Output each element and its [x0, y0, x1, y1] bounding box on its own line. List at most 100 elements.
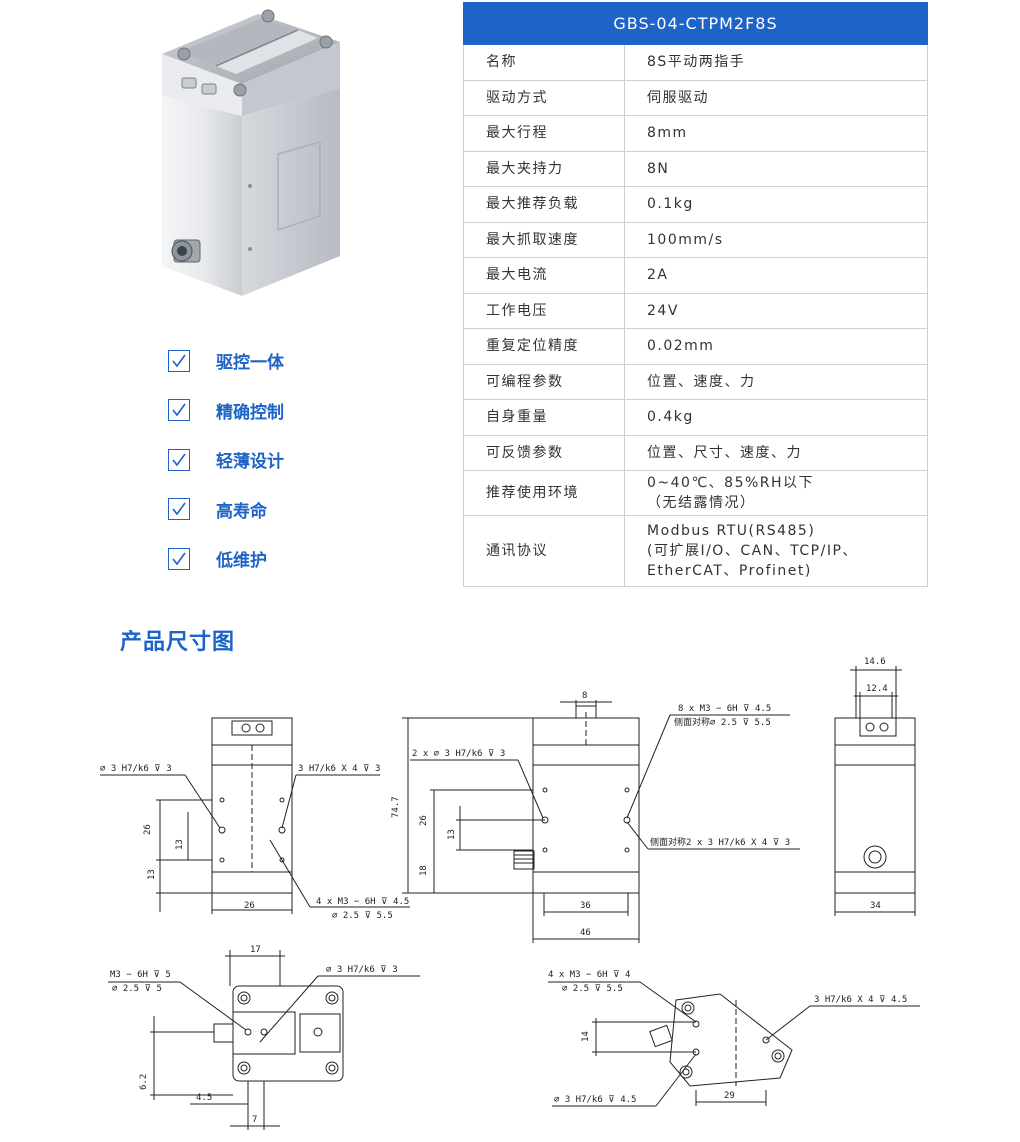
dim-label: 3 H7/k6 X 4 ⊽ 3	[298, 764, 380, 774]
checkbox-icon	[168, 498, 190, 521]
dim-label: 26	[143, 824, 153, 835]
spec-key: 可编程参数	[463, 363, 625, 400]
right-view	[834, 666, 916, 916]
spec-value: 2A	[624, 257, 928, 294]
feature-label: 低维护	[216, 551, 267, 572]
spec-key: 通讯协议	[463, 515, 625, 587]
spec-key: 最大推荐负载	[463, 186, 625, 223]
checkbox-icon	[168, 448, 190, 471]
dim-label: 14	[581, 1031, 591, 1042]
dim-label: 18	[419, 865, 429, 876]
dim-label: ∅ 3 H7/k6 ⊽ 4.5	[554, 1095, 636, 1105]
top-view-right	[548, 981, 920, 1107]
spec-row: 驱动方式伺服驱动	[463, 79, 928, 116]
dim-label: ∅ 3 H7/k6 ⊽ 3	[100, 764, 172, 774]
spec-key: 重复定位精度	[463, 328, 625, 365]
checkbox-icon	[168, 547, 190, 570]
dim-label: 26	[244, 901, 255, 911]
spec-key: 最大抓取速度	[463, 221, 625, 258]
dim-label: 17	[250, 945, 261, 955]
spec-row: 可编程参数位置、速度、力	[463, 363, 928, 400]
model-title: GBS-04-CTPM2F8S	[463, 2, 928, 45]
dim-label: 侧面对称2 x 3 H7/k6 X 4 ⊽ 3	[650, 836, 790, 848]
spec-value-line: （无结露情况）	[647, 495, 756, 511]
dim-label: 14.6	[864, 657, 886, 667]
spec-key: 推荐使用环境	[463, 470, 625, 516]
dim-label: 74.7	[391, 796, 401, 818]
feature-item: 高寿命	[168, 485, 368, 535]
spec-value: 位置、尺寸、速度、力	[624, 434, 928, 471]
spec-value: 8N	[624, 150, 928, 187]
side-view	[402, 700, 800, 943]
spec-key: 最大行程	[463, 115, 625, 152]
spec-value-line: (可扩展I/O、CAN、TCP/IP、	[647, 543, 858, 559]
dim-label: 3 H7/k6 X 4 ⊽ 4.5	[814, 995, 907, 1005]
dim-label: M3 − 6H ⊽ 5	[110, 970, 171, 980]
spec-value: 0.1kg	[624, 186, 928, 223]
dim-label: 8 x M3 − 6H ⊽ 4.5	[678, 704, 771, 714]
dim-label: 26	[419, 815, 429, 826]
dim-label: ∅ 2.5 ⊽ 5.5	[562, 984, 623, 994]
dim-label: 12.4	[866, 684, 888, 694]
spec-key: 可反馈参数	[463, 434, 625, 471]
dim-label: 46	[580, 928, 591, 938]
feature-list: 驱控一体 精确控制 轻薄设计 高寿命 低维护	[168, 336, 368, 584]
spec-row: 通讯协议 Modbus RTU(RS485) (可扩展I/O、CAN、TCP/IP、…	[463, 515, 928, 587]
spec-value-line: Modbus RTU(RS485)	[647, 523, 816, 539]
spec-value: 位置、速度、力	[624, 363, 928, 400]
spec-row: 推荐使用环境 0~40℃、85%RH以下 （无结露情况）	[463, 470, 928, 516]
spec-key: 最大电流	[463, 257, 625, 294]
dim-label: 侧面对称∅ 2.5 ⊽ 5.5	[674, 716, 771, 728]
spec-value: 100mm/s	[624, 221, 928, 258]
spec-value: 8S平动两指手	[624, 44, 928, 81]
spec-value: 伺服驱动	[624, 79, 928, 116]
spec-value: 0.4kg	[624, 399, 928, 436]
dim-label: ∅ 2.5 ⊽ 5.5	[332, 911, 393, 921]
spec-value: 0.02mm	[624, 328, 928, 365]
spec-value: 8mm	[624, 115, 928, 152]
spec-value-line: 0~40℃、85%RH以下	[647, 475, 815, 491]
dim-label: 8	[582, 691, 587, 701]
spec-header-row: GBS-04-CTPM2F8S	[463, 2, 928, 45]
dim-label: 34	[870, 901, 881, 911]
dimension-drawing: ∅ 3 H7/k6 ⊽ 3 3 H7/k6 X 4 ⊽ 3 26 13 13 4…	[100, 657, 920, 1130]
feature-item: 驱控一体	[168, 336, 368, 386]
checkbox-icon	[168, 349, 190, 372]
dim-label: 13	[147, 869, 157, 880]
dim-label: ∅ 3 H7/k6 ⊽ 3	[326, 965, 398, 975]
spec-value: Modbus RTU(RS485) (可扩展I/O、CAN、TCP/IP、 Ethe…	[624, 515, 928, 587]
spec-key: 驱动方式	[463, 79, 625, 116]
dim-label: 13	[447, 829, 457, 840]
dim-label: 7	[252, 1115, 257, 1125]
dim-label: 6.2	[139, 1074, 149, 1090]
product-image	[162, 9, 340, 296]
top-view-left	[108, 950, 420, 1130]
spec-key: 最大夹持力	[463, 150, 625, 187]
dim-label: 13	[175, 839, 185, 850]
feature-item: 低维护	[168, 534, 368, 584]
spec-value-line: EtherCAT、Profinet)	[647, 563, 812, 579]
spec-key: 工作电压	[463, 292, 625, 329]
section-title: 产品尺寸图	[120, 630, 236, 655]
dim-label: 2 x ∅ 3 H7/k6 ⊽ 3	[412, 749, 505, 759]
feature-item: 轻薄设计	[168, 435, 368, 485]
dim-label: 36	[580, 901, 591, 911]
spec-key: 名称	[463, 44, 625, 81]
front-view	[100, 717, 410, 914]
feature-label: 驱控一体	[216, 353, 284, 374]
checkbox-icon	[168, 399, 190, 422]
dim-label: 4.5	[196, 1093, 212, 1103]
spec-value: 0~40℃、85%RH以下 （无结露情况）	[624, 470, 928, 516]
dim-label: ∅ 2.5 ⊽ 5	[112, 984, 162, 994]
feature-label: 高寿命	[216, 501, 267, 522]
spec-key: 自身重量	[463, 399, 625, 436]
feature-item: 精确控制	[168, 386, 368, 436]
